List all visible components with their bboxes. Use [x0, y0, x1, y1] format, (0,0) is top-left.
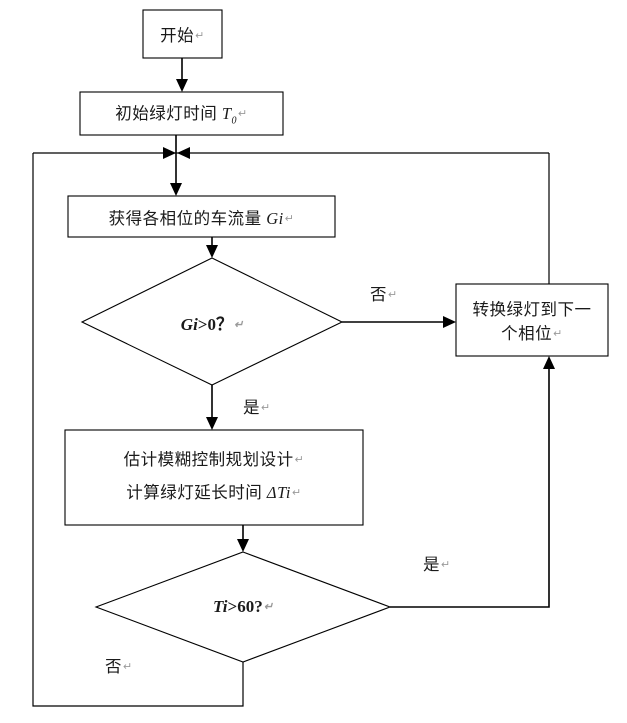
- init-green-node-shape[interactable]: [79, 91, 284, 136]
- switch-phase-pilcrow: ↵: [553, 328, 563, 340]
- switch-phase-node-label: 转换绿灯到下一 个相位↵: [456, 284, 608, 356]
- start-node-shape[interactable]: [142, 9, 223, 59]
- fuzzy-calc-variable: ΔTi: [266, 483, 291, 502]
- arrowhead-decide-ti-yes-to-switch: [543, 356, 555, 369]
- edge-label-gi-no-text: 否: [370, 285, 387, 304]
- decide-ti-node-label: Ti>60?↵: [143, 586, 343, 628]
- fuzzy-calc-pilcrow-1: ↵: [294, 454, 305, 466]
- get-flow-variable: Gi: [266, 208, 284, 228]
- arrowhead-junction-to-get-flow: [170, 183, 182, 196]
- decide-gi-variable: Gi: [180, 314, 198, 334]
- decide-ti-operator: >60?: [227, 597, 263, 616]
- get-flow-node-shape[interactable]: [67, 195, 336, 238]
- start-node-label: 开始↵: [143, 10, 222, 58]
- arrowhead-fuzzy-to-decide-ti: [237, 539, 249, 552]
- edge-label-gi-no-pilcrow: ↵: [388, 289, 398, 301]
- fuzzy-calc-node-label: 估计模糊控制规划设计↵ 计算绿灯延长时间 ΔTi↵: [65, 430, 363, 525]
- edge-label-ti-yes-text: 是: [423, 555, 440, 574]
- get-flow-pilcrow: ↵: [284, 212, 295, 225]
- decide-gi-pilcrow: ↵: [233, 318, 244, 331]
- edge-label-gi-yes-pilcrow: ↵: [261, 402, 271, 414]
- arrowhead-decide-gi-no-to-switch: [443, 316, 456, 328]
- arrowhead-left-loop-into-junction: [163, 147, 176, 159]
- edge-decide-ti-yes-to-switch: [390, 364, 550, 608]
- fuzzy-calc-node-shape[interactable]: [64, 429, 364, 526]
- get-flow-node-label: 获得各相位的车流量 Gi↵: [68, 196, 335, 237]
- arrowhead-right-loop-into-junction: [177, 147, 190, 159]
- edge-label-ti-yes-pilcrow: ↵: [441, 559, 451, 571]
- decide-ti-pilcrow: ↵: [263, 601, 273, 613]
- get-flow-label-text: 获得各相位的车流量: [108, 208, 262, 228]
- switch-phase-line2: 个相位: [501, 324, 553, 343]
- edge-label-ti-no-text: 否: [105, 657, 122, 676]
- start-pilcrow: ↵: [195, 30, 205, 42]
- switch-phase-node-shape[interactable]: [455, 283, 609, 357]
- arrowhead-start-to-init: [176, 79, 188, 92]
- edge-label-gi-no: 否↵: [370, 283, 398, 307]
- edge-label-ti-no: 否↵: [105, 655, 133, 679]
- init-green-subscript: 0: [231, 115, 238, 127]
- fuzzy-calc-line2: 计算绿灯延长时间: [126, 483, 263, 502]
- init-green-node-label: 初始绿灯时间 T0↵: [80, 92, 283, 135]
- arrowhead-decide-gi-yes-to-fuzzy: [206, 417, 218, 430]
- decide-gi-node-label: Gi>0？↵: [112, 300, 312, 344]
- arrowhead-get-flow-to-decide-gi: [206, 245, 218, 258]
- edge-label-gi-yes-text: 是: [243, 398, 260, 417]
- switch-phase-line1: 转换绿灯到下一: [472, 300, 592, 319]
- fuzzy-calc-pilcrow-2: ↵: [291, 487, 302, 499]
- edge-decide-ti-no-loop-back: [32, 153, 244, 707]
- decide-gi-operator: >0？: [197, 314, 233, 334]
- start-label-text: 开始: [160, 26, 195, 45]
- decide-ti-variable: Ti: [213, 597, 228, 616]
- edge-label-ti-yes: 是↵: [423, 553, 451, 577]
- fuzzy-calc-line1: 估计模糊控制规划设计: [123, 450, 294, 469]
- init-green-variable: T: [221, 104, 232, 124]
- init-green-label-text: 初始绿灯时间: [115, 104, 218, 124]
- init-green-pilcrow: ↵: [238, 108, 248, 121]
- edge-label-ti-no-pilcrow: ↵: [123, 661, 133, 673]
- edge-label-gi-yes: 是↵: [243, 396, 271, 420]
